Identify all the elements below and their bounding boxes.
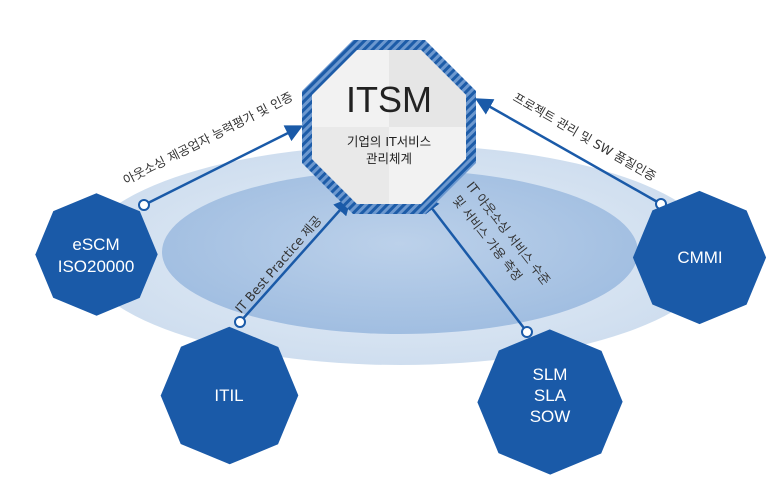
itsm-subtitle-line2: 관리체계 [366, 151, 412, 166]
arrow-cmmi [474, 98, 662, 206]
slm-label-line2: SLA [534, 386, 567, 405]
itil-node: ITIL [160, 326, 299, 465]
escm-node: eSCM ISO20000 [35, 193, 158, 316]
arrow-itil-start-dot [234, 316, 246, 328]
itsm-title: ITSM [346, 79, 432, 120]
itsm-subtitle-line1: 기업의 IT서비스 [347, 134, 431, 149]
cmmi-node: CMMI [632, 190, 767, 325]
arrow-itil [239, 197, 352, 323]
itsm-center-node: ITSM 기업의 IT서비스 관리체계 [302, 40, 476, 214]
escm-label-line2: ISO20000 [58, 257, 135, 276]
inner-ellipse [162, 170, 638, 334]
escm-label-line1: eSCM [72, 235, 119, 254]
arrow-escm-start-dot [138, 199, 150, 211]
arrow-slm-start-dot [521, 326, 533, 338]
slm-node: SLM SLA SOW [477, 329, 623, 475]
slm-label-line1: SLM [533, 365, 568, 384]
slm-label-line3: SOW [530, 407, 571, 426]
arrow-slm [421, 195, 528, 333]
itil-label: ITIL [214, 386, 243, 405]
cmmi-label: CMMI [677, 248, 722, 267]
arrow-escm [143, 125, 304, 207]
